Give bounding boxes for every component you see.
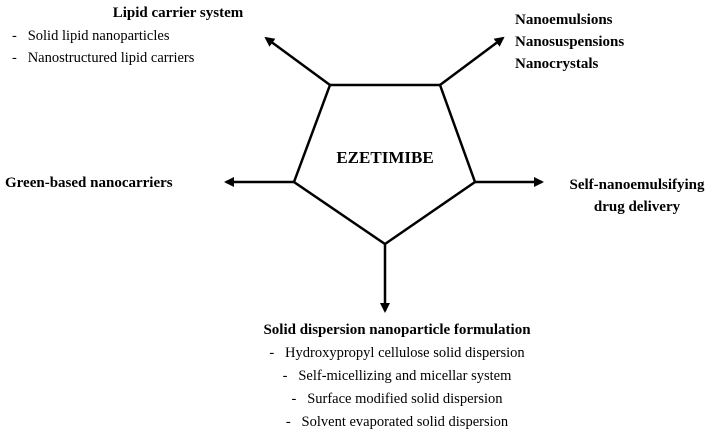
branch-solid-dispersion: Solid dispersion nanoparticle formulatio… (263, 322, 531, 430)
branch-line: Nanoemulsions (515, 12, 613, 28)
branch-item: - Self-micellizing and micellar system (283, 368, 512, 384)
arrow-top-left (264, 36, 331, 87)
center-pentagon (292, 83, 477, 246)
branch-item: - Solid lipid nanoparticles (12, 28, 170, 44)
branch-line: drug delivery (594, 199, 681, 215)
branch-line: Self-nanoemulsifying (569, 177, 705, 193)
branch-title: Lipid carrier system (113, 5, 244, 21)
center-label: EZETIMIBE (336, 148, 433, 167)
branch-green-based-nanocarriers: Green-based nanocarriers (5, 175, 173, 191)
branch-item: - Hydroxypropyl cellulose solid dispersi… (269, 345, 525, 361)
branch-item: - Surface modified solid dispersion (291, 391, 503, 407)
branch-lipid-carrier-system: Lipid carrier system - Solid lipid nanop… (12, 5, 244, 66)
branch-item: - Solvent evaporated solid dispersion (286, 414, 509, 430)
branch-line: Nanocrystals (515, 56, 598, 72)
branch-title: Green-based nanocarriers (5, 175, 173, 191)
arrow-top-right (439, 36, 505, 87)
branch-nano-systems: Nanoemulsions Nanosuspensions Nanocrysta… (515, 12, 624, 72)
branch-item: - Nanostructured lipid carriers (12, 50, 195, 66)
branch-line: Nanosuspensions (515, 34, 624, 50)
branch-self-nanoemulsifying: Self-nanoemulsifying drug delivery (569, 177, 705, 215)
branch-title: Solid dispersion nanoparticle formulatio… (263, 322, 531, 338)
